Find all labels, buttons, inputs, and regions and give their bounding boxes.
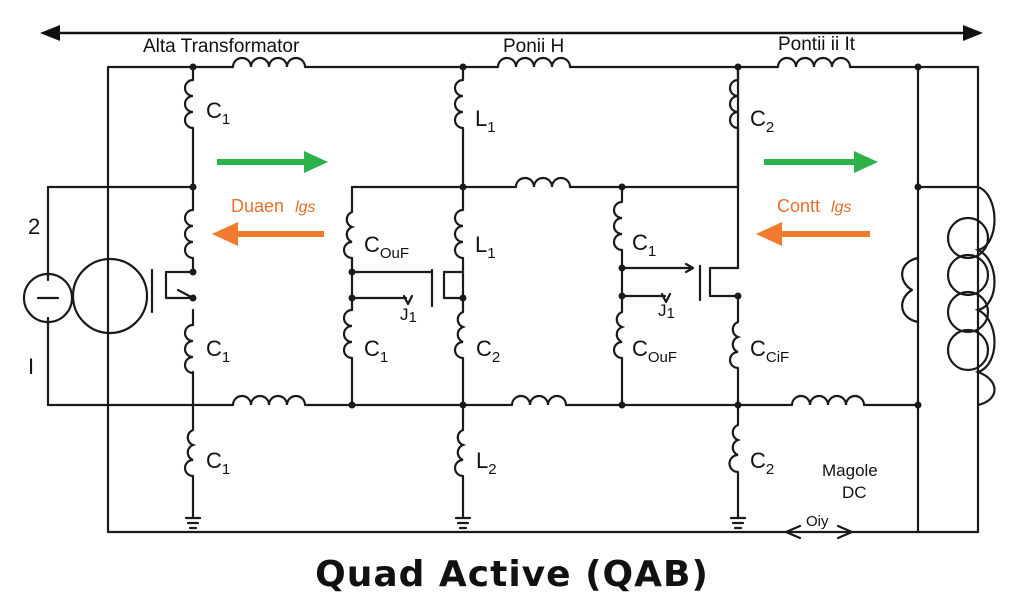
oiy-dimension: Oiy	[784, 513, 854, 540]
coil-c2-mid	[453, 310, 467, 360]
label-l1-mid: L1	[475, 232, 496, 262]
top-inductor-middle	[496, 56, 572, 68]
label-cout-right: COuF	[632, 336, 677, 366]
label-c1-top: C1	[206, 98, 230, 128]
green-arrow-right	[764, 151, 878, 173]
note-magnet: Magole	[822, 461, 878, 480]
label-c1-right: C1	[632, 230, 656, 260]
vertical-coils	[183, 78, 742, 478]
coil-l2	[453, 428, 467, 478]
bottom-inductor-middle	[510, 394, 568, 406]
green-arrow-left	[217, 151, 328, 173]
coil-cout-right	[612, 310, 626, 360]
label-c2-top: C2	[750, 106, 774, 136]
middle-inductor	[514, 176, 572, 188]
wiring	[46, 56, 980, 534]
coil-c2-bottom	[728, 423, 742, 474]
label-ccif: CCiF	[750, 336, 789, 366]
transistor-mid-left	[402, 268, 465, 308]
diagram-title: Quad Active (QAB)	[315, 554, 709, 595]
coil-c1-bottom	[183, 428, 197, 478]
top-inductor-right	[776, 56, 852, 68]
orange-arrow-left	[212, 222, 324, 246]
label-j1-right: J1	[658, 301, 675, 322]
top-span-arrow	[40, 25, 983, 41]
flow-label-right: Contt lgs	[777, 196, 852, 216]
coil-c2-top	[728, 78, 739, 130]
label-c1-inner: C1	[364, 336, 388, 366]
coil-c1-inner	[342, 308, 353, 360]
label-c2-bottom: C2	[750, 448, 774, 478]
label-l1-top: L1	[475, 106, 496, 136]
coil-ccif	[728, 320, 742, 370]
side-label-upper: 2	[28, 214, 40, 239]
component-labels: C1 L1 C2 COuF L1 C1 J1 J1 C1 C1 C2 COuF …	[206, 98, 789, 478]
bottom-inductor-left	[231, 394, 307, 406]
voltage-source	[22, 257, 149, 335]
top-label-middle: Ponii H	[503, 36, 564, 57]
flow-label-left: Duaen lgs	[231, 196, 316, 216]
label-cout-left: COuF	[364, 232, 409, 262]
label-l2: L2	[476, 448, 497, 478]
coil-l1-mid	[453, 208, 464, 260]
label-c1-bottom: C1	[206, 448, 230, 478]
transformer-coil-right	[901, 185, 996, 407]
svg-text:Oiy: Oiy	[806, 513, 829, 530]
note-dc: DC	[842, 483, 867, 502]
transistor-mid-right	[660, 262, 740, 304]
label-c2-mid: C2	[476, 336, 500, 366]
top-label-right: Pontii ii It	[778, 34, 856, 55]
coil-l1-top	[453, 78, 464, 130]
coil-cout-left	[342, 210, 356, 260]
top-label-left: Alta Transformator	[143, 36, 300, 57]
coil-c1-top	[183, 78, 194, 130]
orange-arrow-right	[756, 222, 870, 246]
label-c1-mid: C1	[206, 336, 230, 366]
label-j1-left: J1	[400, 305, 417, 326]
coil-mid-left	[183, 208, 194, 260]
ground-symbols	[184, 516, 747, 530]
side-label-lower: I	[28, 354, 34, 379]
transistor-left	[150, 268, 195, 314]
coil-c1-right	[612, 200, 623, 252]
junction-dots	[189, 63, 922, 409]
top-inductor-left	[231, 56, 307, 68]
bottom-inductor-right	[790, 394, 866, 406]
coil-c1-mid	[183, 323, 194, 375]
